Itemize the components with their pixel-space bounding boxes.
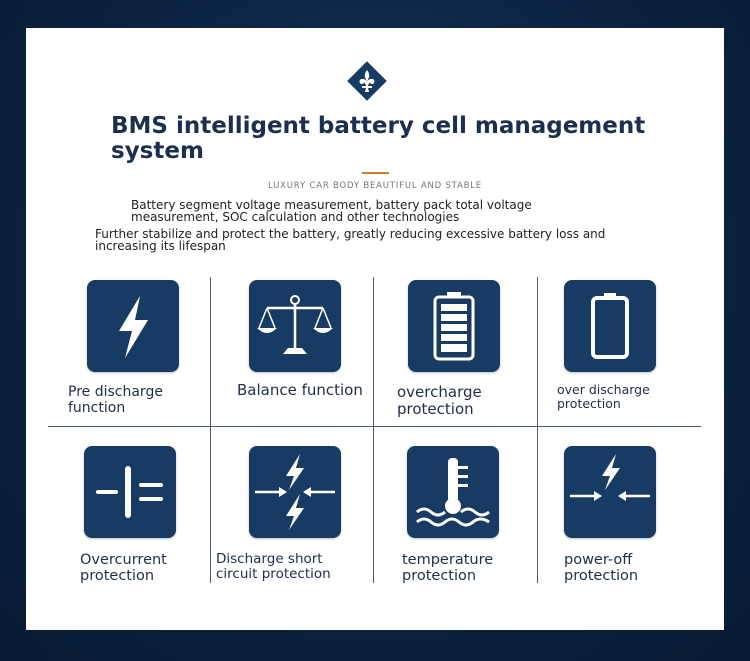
feature-label: temperature protection [402,552,494,584]
grid-divider-vertical [373,277,374,583]
page-title: BMS intelligent battery cell management … [111,113,646,164]
feature-tile-over-discharge [564,280,656,372]
feature-label: Overcurrent protection [80,552,167,584]
accent-divider [362,172,389,174]
grid-divider-horizontal [48,426,701,427]
feature-tile-balance [249,280,341,372]
feature-tile-pre-discharge [87,280,179,372]
grid-divider-vertical [537,277,538,583]
feature-label: overcharge protection [397,383,482,418]
feature-tile-power-off [564,446,656,538]
full-battery-icon [433,292,475,361]
lightning-icon [119,296,148,358]
description-line-2: Further stabilize and protect the batter… [95,227,606,253]
feature-tile-short-circuit [249,446,341,538]
feature-tile-temperature [407,446,499,538]
feature-tile-overcharge [408,280,500,372]
temperature-icon [416,458,490,527]
scale-icon [257,295,333,354]
empty-battery-icon [591,293,629,359]
feature-label: Pre discharge function [68,384,163,416]
feature-label: over discharge protection [557,382,650,411]
feature-label: power-off protection [564,552,639,584]
description-line-1: Battery segment voltage measurement, bat… [131,198,532,224]
capacitor-icon [96,466,163,518]
power-off-icon [570,454,650,501]
feature-label: Balance function [237,381,363,399]
fleur-de-lis-logo-icon [347,61,387,101]
short-circuit-icon [255,454,335,530]
grid-divider-vertical [210,277,211,583]
subtitle: LUXURY CAR BODY BEAUTIFUL AND STABLE [268,181,482,191]
feature-tile-overcurrent [84,446,176,538]
feature-label: Discharge short circuit protection [216,551,331,582]
